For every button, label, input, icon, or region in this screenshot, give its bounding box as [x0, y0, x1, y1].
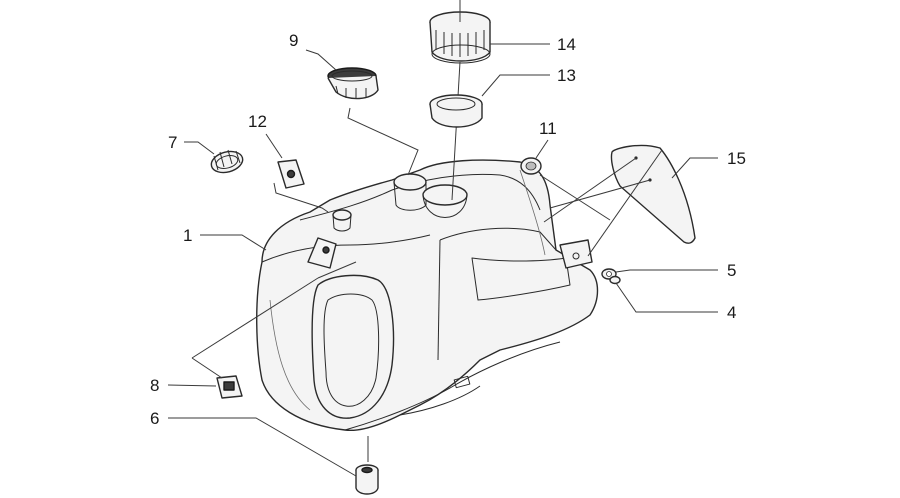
hose-clamp: [210, 149, 244, 174]
callout-5: 5: [615, 261, 736, 280]
rubber-grommet: [520, 157, 542, 175]
callout-label: 6: [150, 409, 159, 428]
callout-label: 13: [557, 66, 576, 85]
callout-label: 14: [557, 35, 576, 54]
callout-label: 8: [150, 376, 159, 395]
callout-label: 5: [727, 261, 736, 280]
callout-label: 1: [183, 226, 192, 245]
fuel-cap: [327, 67, 379, 100]
callout-6: 6: [150, 409, 357, 477]
heat-shield: [610, 144, 696, 244]
callout-11: 11: [535, 119, 557, 159]
callout-12: 12: [248, 112, 283, 159]
seal-ring: [429, 94, 483, 128]
callout-15: 15: [671, 149, 746, 179]
callout-7: 7: [168, 133, 215, 155]
callout-8: 8: [150, 376, 217, 395]
callout-13: 13: [481, 66, 576, 97]
callout-label: 9: [289, 31, 298, 50]
callout-label: 4: [727, 303, 736, 322]
clip-nut: [277, 159, 305, 189]
fuel-tank: [256, 159, 599, 432]
callout-4: 4: [615, 282, 736, 322]
rubber-bumper: [355, 464, 379, 495]
nut-washer: [601, 268, 621, 285]
callout-9: 9: [289, 31, 337, 71]
callout-label: 15: [727, 149, 746, 168]
mounting-clip: [216, 375, 243, 399]
callout-1: 1: [183, 226, 267, 251]
callout-label: 11: [539, 119, 557, 138]
callout-label: 12: [248, 112, 267, 131]
callout-label: 7: [168, 133, 177, 152]
callout-14: 14: [490, 35, 576, 54]
